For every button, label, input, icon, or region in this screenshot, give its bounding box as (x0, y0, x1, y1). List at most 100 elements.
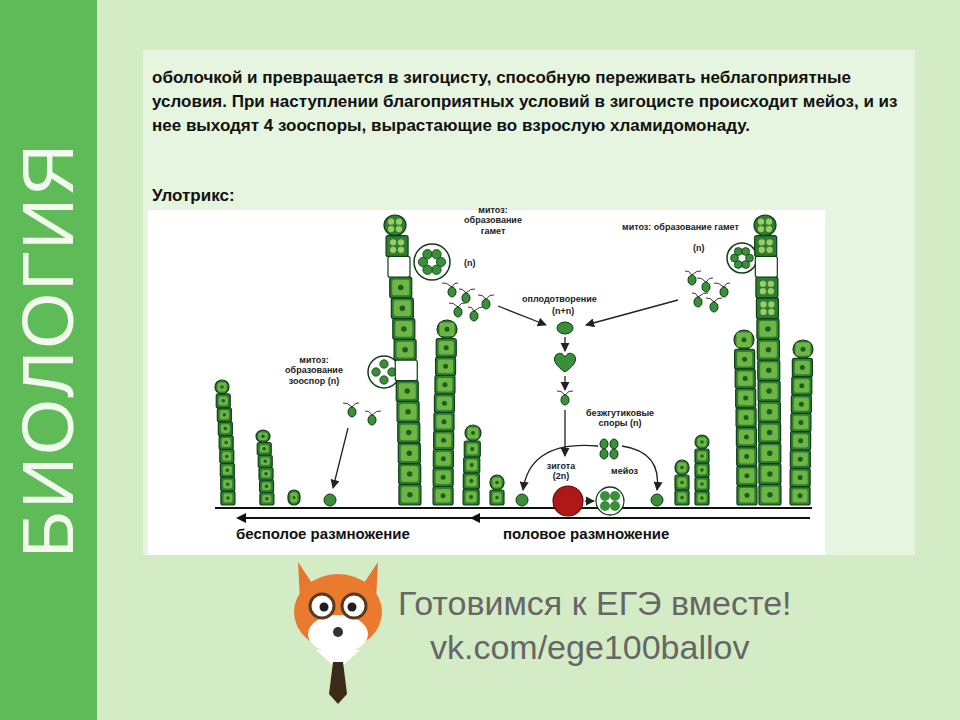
flagellum (365, 411, 372, 415)
flagellum (698, 293, 708, 297)
zoospore (468, 307, 484, 321)
arrow (498, 306, 546, 325)
filament-cell (399, 484, 421, 505)
nucleus (495, 496, 499, 500)
planozygote (554, 353, 575, 372)
spore-body (482, 299, 490, 309)
gamete-cell (759, 247, 765, 253)
flagellum (692, 271, 701, 275)
filament-cell (758, 360, 780, 381)
gamete-cell (388, 218, 394, 224)
gamete-cell (767, 247, 773, 253)
filament-cell (695, 477, 709, 491)
nucleus (225, 455, 229, 459)
nucleus (442, 401, 447, 406)
filament-cell (490, 475, 504, 490)
nucleus (400, 305, 406, 311)
filament-cell (259, 468, 273, 481)
filament-cell (394, 339, 416, 360)
chloroplast (223, 466, 232, 475)
chloroplast (739, 430, 754, 444)
chloroplast (466, 476, 477, 487)
filament-cell (386, 236, 408, 257)
text-panel (143, 50, 915, 555)
diagram-note: митоз: образование гамет (622, 222, 739, 232)
nucleus (220, 385, 224, 389)
filament-cell (435, 376, 455, 395)
chloroplast (793, 471, 808, 484)
chloroplast (394, 300, 411, 316)
filament-cell (695, 463, 709, 477)
fox-pupil (348, 603, 357, 612)
chloroplast (760, 342, 777, 358)
chloroplast (222, 452, 231, 461)
chloroplast (440, 323, 455, 337)
chloroplast (262, 483, 271, 491)
nucleus (767, 450, 773, 456)
chloroplast (438, 360, 453, 374)
zoospore (365, 411, 381, 425)
zoospore (459, 289, 475, 303)
chloroplast (493, 493, 502, 503)
filament-cell (220, 463, 234, 477)
flagellum (372, 411, 381, 415)
gamete-cell (766, 226, 772, 232)
nucleus (265, 485, 269, 489)
nucleus (766, 347, 772, 353)
filament-cell (433, 468, 453, 487)
filament-cell (219, 436, 233, 450)
gamete-cell (768, 301, 774, 307)
ulothrix-filament (215, 380, 235, 505)
nucleus (766, 388, 772, 394)
flagellum (343, 403, 352, 407)
filament-cell (791, 395, 811, 413)
chloroplast (739, 410, 754, 424)
gamete-cell (760, 281, 766, 287)
chloroplast (223, 480, 232, 489)
ulothrix-filament (256, 430, 274, 505)
spore-body (702, 282, 710, 292)
flagellum (452, 283, 458, 287)
zoospore (706, 298, 722, 312)
nucleus (744, 454, 749, 459)
nucleus (800, 365, 805, 370)
chloroplast (739, 449, 754, 463)
spore-body (694, 297, 702, 307)
nucleus (405, 409, 411, 415)
sporangium (414, 244, 450, 280)
filament-cell (395, 360, 417, 381)
gamete-cell (390, 247, 396, 253)
filament-cell (758, 401, 780, 422)
nucleus (798, 438, 803, 443)
nucleus (744, 473, 749, 478)
ulothrix-filament (463, 425, 481, 505)
chloroplast (401, 487, 418, 503)
nucleus (495, 481, 499, 485)
chloroplast (759, 321, 776, 337)
ploidy-note: (n) (464, 258, 476, 268)
flagellum (466, 289, 475, 293)
filament-cell (490, 490, 504, 505)
chloroplast (218, 383, 227, 392)
arrow (585, 500, 594, 501)
nucleus (700, 468, 704, 472)
ploidy-note: (n) (693, 243, 705, 253)
nucleus (470, 463, 474, 467)
arrow (564, 337, 565, 351)
ground-line (215, 507, 812, 509)
zoospore (610, 439, 618, 449)
nucleus (798, 457, 803, 462)
chloroplast (698, 452, 707, 461)
diagram-note: оплодотворение (522, 294, 597, 304)
filament-cell (790, 468, 810, 486)
filament-cell (397, 401, 419, 422)
zoospore (442, 283, 458, 297)
sporangium-cell (742, 248, 750, 256)
spore-body (610, 439, 618, 449)
chloroplast (262, 470, 271, 478)
chloroplast (437, 378, 452, 392)
filament-cell (221, 477, 235, 491)
diagram-note: безжгутиковые споры (n) (585, 408, 655, 429)
chloroplast (793, 453, 808, 466)
arrow (564, 410, 565, 456)
